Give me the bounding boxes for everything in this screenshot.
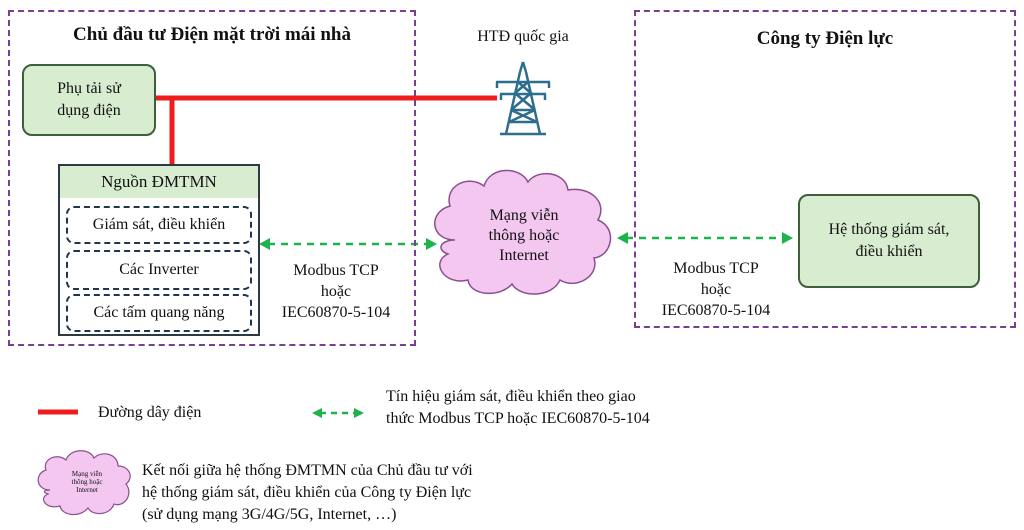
- utility-region: [634, 10, 1016, 328]
- source-item-solar-panels: Các tấm quang năng: [66, 294, 252, 332]
- monitoring-system-box: Hệ thống giám sát, điều khiển: [798, 194, 980, 288]
- legend-signal-label: Tín hiệu giám sát, điều khiển theo giao …: [386, 386, 650, 430]
- protocol-label-left: Modbus TCP hoặc IEC60870-5-104: [264, 260, 408, 323]
- protocol-left-line3: IEC60870-5-104: [281, 304, 391, 321]
- legend-cloud-description: Kết nối giữa hệ thống ĐMTMN của Chủ đầu …: [142, 460, 473, 526]
- network-line3: Internet: [499, 247, 549, 264]
- owner-region: [8, 10, 416, 346]
- monitoring-line1: Hệ thống giám sát,: [828, 221, 950, 238]
- network-line1: Mạng viễn: [489, 207, 559, 224]
- legend-cloud-icon: [37, 450, 131, 516]
- solar-source-box: Nguồn ĐMTMN Giám sát, điều khiển Các Inv…: [58, 164, 260, 336]
- legend-signal-line1: Tín hiệu giám sát, điều khiển theo giao: [386, 388, 636, 405]
- legend-cloud-small-label: Mạng viễn thông hoặc Internet: [52, 470, 122, 494]
- utility-region-title: Công ty Điện lực: [756, 28, 894, 49]
- network-cloud-icon: [434, 169, 612, 295]
- legend-cloud-small3: Internet: [76, 486, 98, 494]
- legend-cloud-small1: Mạng viễn: [71, 470, 103, 478]
- legend-cloud-desc2: hệ thống giám sát, điều khiển của Công t…: [142, 484, 472, 501]
- network-line2: thông hoặc: [488, 227, 560, 244]
- transmission-tower-icon: [495, 61, 551, 136]
- legend-signal-symbol: [312, 408, 364, 418]
- protocol-left-line1: Modbus TCP: [293, 262, 379, 279]
- grid-label: HTĐ quốc gia: [477, 28, 569, 45]
- protocol-label-right: Modbus TCP hoặc IEC60870-5-104: [644, 258, 788, 321]
- monitoring-line2: điều khiển: [855, 243, 923, 260]
- load-box: Phụ tải sử dụng điện: [22, 64, 156, 136]
- signal-arrow-right: [617, 232, 793, 244]
- protocol-right-line3: IEC60870-5-104: [661, 302, 771, 319]
- protocol-left-line2: hoặc: [320, 283, 352, 300]
- legend-signal-line2: thức Modbus TCP hoặc IEC60870-5-104: [386, 410, 650, 427]
- legend-cloud-small2: thông hoặc: [71, 478, 103, 486]
- legend-cloud-desc1: Kết nối giữa hệ thống ĐMTMN của Chủ đầu …: [142, 462, 473, 479]
- load-line2: dụng điện: [57, 102, 121, 119]
- signal-arrow-left: [259, 238, 437, 250]
- legend-cloud-desc3: (sử dụng mạng 3G/4G/5G, Internet, …): [142, 506, 397, 523]
- source-item-monitoring: Giám sát, điều khiển: [66, 206, 252, 244]
- solar-source-title: Nguồn ĐMTMN: [60, 166, 258, 198]
- owner-region-title: Chủ đầu tư Điện mặt trời mái nhà: [73, 24, 351, 45]
- legend-power-line-label: Đường dây điện: [98, 404, 202, 421]
- source-item-inverters: Các Inverter: [66, 250, 252, 290]
- network-label: Mạng viễn thông hoặc Internet: [462, 206, 586, 266]
- load-line1: Phụ tải sử: [57, 80, 121, 97]
- protocol-right-line2: hoặc: [700, 281, 732, 298]
- protocol-right-line1: Modbus TCP: [673, 260, 759, 277]
